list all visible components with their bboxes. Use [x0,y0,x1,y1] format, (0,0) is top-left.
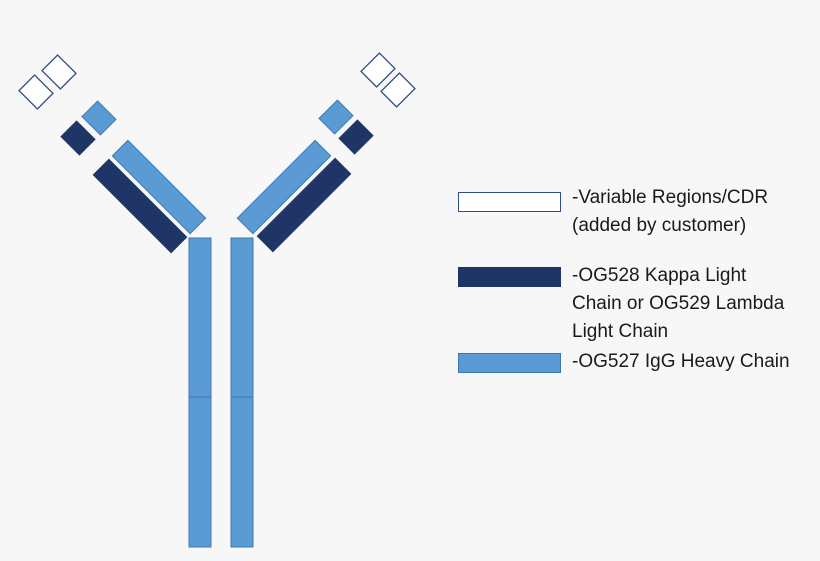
right-heavy-variable-region [360,52,396,88]
left-light-chain-segment-1 [60,120,96,156]
right-heavy-chain-segment-1 [318,99,354,135]
heavy-chain-stem-right [230,237,254,548]
left-heavy-variable-region [41,54,77,90]
legend-label-heavy-chain: -OG527 IgG Heavy Chain [572,348,790,376]
right-light-variable-region [380,72,416,108]
right-light-chain-segment-2 [256,157,352,253]
legend-label-variable: -Variable Regions/CDR (added by customer… [572,184,768,240]
left-light-variable-region [18,74,54,110]
right-arm [236,52,416,253]
legend-swatch-variable [458,192,561,212]
legend-label-light-chain: -OG528 Kappa Light Chain or OG529 Lambda… [572,262,784,346]
heavy-chain-stem-left [188,237,212,548]
legend-swatch-light-chain [458,267,561,287]
left-arm [18,54,207,254]
legend-label-variable-line-1: -Variable Regions/CDR [572,187,769,208]
legend-label-light-chain-line-1: -OG528 Kappa Light [572,265,747,286]
right-heavy-chain-segment-2 [236,139,332,235]
legend-swatch-heavy-chain [458,353,561,373]
legend-label-light-chain-line-3: Light Chain [572,321,669,342]
legend-label-variable-line-2: (added by customer) [572,215,747,236]
left-heavy-chain-segment-1 [81,100,117,136]
legend-label-heavy-chain-line-1: -OG527 IgG Heavy Chain [572,351,790,372]
heavy-chain-stem [188,237,254,548]
legend-label-light-chain-line-2: Chain or OG529 Lambda [572,293,785,314]
left-light-chain-segment-2 [92,158,188,254]
left-heavy-chain-segment-2 [111,139,207,235]
right-light-chain-segment-1 [338,119,374,155]
